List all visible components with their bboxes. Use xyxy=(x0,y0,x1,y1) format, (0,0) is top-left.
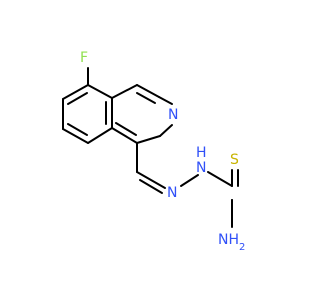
amine-label: NH2 xyxy=(218,232,245,253)
bond-c1-ring xyxy=(136,135,161,144)
ring-nitrogen-label: N xyxy=(168,107,178,123)
bond-ch-n-imine xyxy=(136,171,166,189)
molecule-structure: F N N H N S NH2 xyxy=(62,50,245,253)
bonds xyxy=(62,67,239,228)
imine-nitrogen-label: N xyxy=(167,185,177,201)
bond-n-hydrazine-c-thio xyxy=(207,171,233,187)
bond-c1-c8a xyxy=(111,127,138,144)
bond-c5-c6 xyxy=(62,84,89,100)
bond-c5-c4a xyxy=(87,84,113,99)
bond-c7-c8-inner xyxy=(67,123,88,136)
bond-c7-c8 xyxy=(62,128,89,144)
thione-sulfur-label: S xyxy=(230,152,239,168)
bond-c5-c6-inner xyxy=(67,92,88,105)
bond-n-imine-n-hydrazine xyxy=(180,174,199,187)
bond-c4-c3 xyxy=(136,84,160,98)
bond-ch-n-imine-inner xyxy=(139,179,163,194)
bond-c3-n2 xyxy=(158,96,173,105)
bond-c4-c3-inner xyxy=(136,92,156,104)
atom-labels: F N N H N S NH2 xyxy=(80,50,245,253)
bond-c4a-c4 xyxy=(111,84,138,99)
fluorine-label: F xyxy=(80,50,88,66)
bond-n2-c1 xyxy=(159,124,173,137)
hydrazine-nitrogen-label: N xyxy=(196,160,206,176)
hydrazine-hydrogen-label: H xyxy=(196,145,207,161)
bond-c1-c8a-inner xyxy=(115,122,137,136)
bond-c8-c8a xyxy=(87,127,113,144)
